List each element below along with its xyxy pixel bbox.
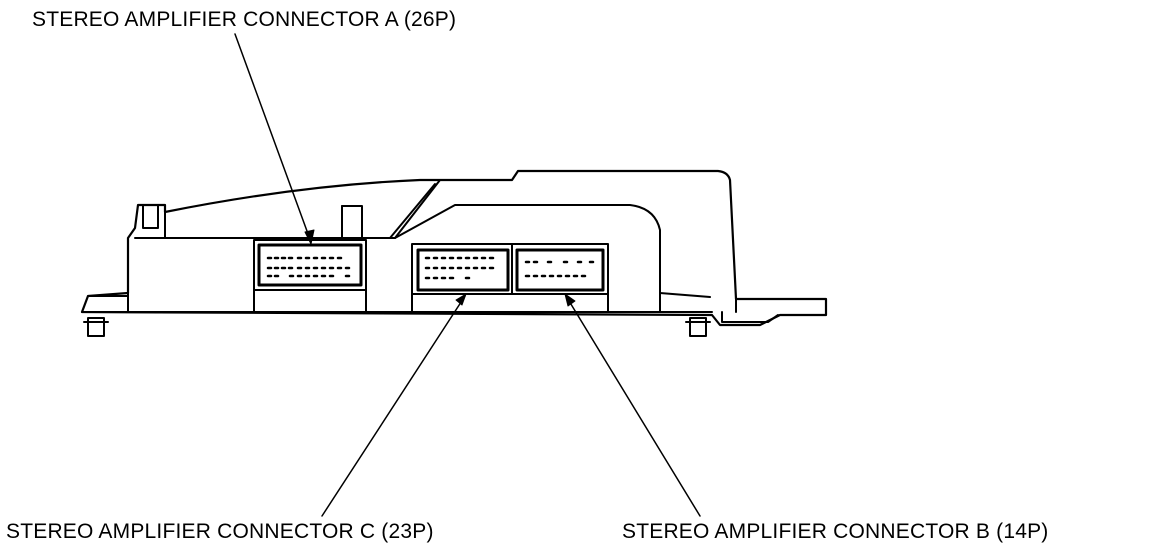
connector-b (511, 243, 609, 313)
connector-b-pins (524, 260, 595, 278)
leader-line-c (321, 293, 467, 517)
amplifier-housing (80, 169, 828, 327)
connector-b-label: STEREO AMPLIFIER CONNECTOR B (14P) (622, 520, 1049, 543)
mounting-stud-right (685, 317, 711, 337)
connector-c-pins (424, 256, 495, 280)
leader-line-b (564, 293, 701, 517)
leader-line-a (234, 33, 315, 245)
connector-c-label: STEREO AMPLIFIER CONNECTOR C (23P) (6, 520, 434, 543)
mounting-stud-left (83, 317, 109, 337)
connector-a-label: STEREO AMPLIFIER CONNECTOR A (26P) (32, 8, 457, 31)
connector-a-pins (266, 256, 351, 278)
connector-a (253, 239, 367, 313)
